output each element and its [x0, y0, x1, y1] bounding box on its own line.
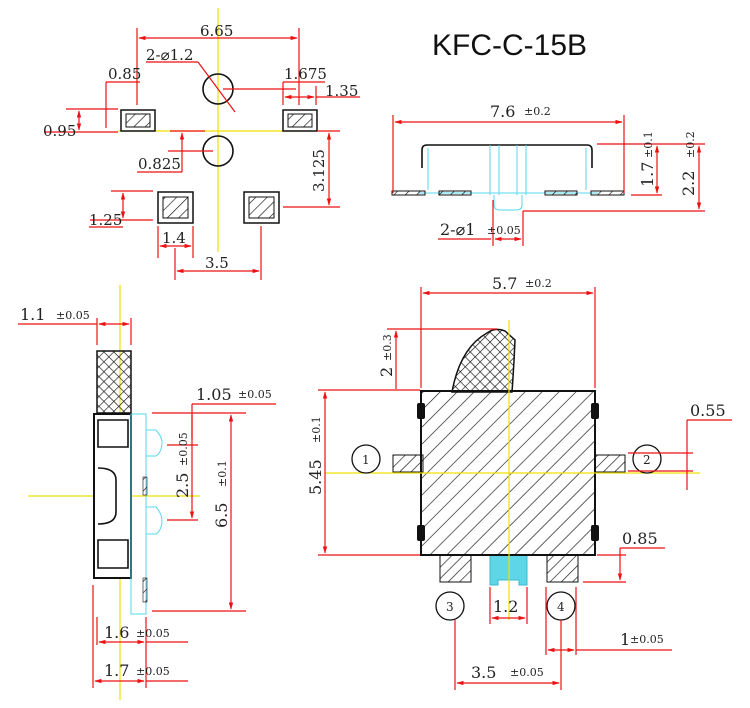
bottom-pin-3 [439, 554, 472, 583]
dim-actuator-width-tol: ±0.05 [56, 309, 90, 322]
pad-hatch [248, 196, 275, 219]
bottom-pin-4 [546, 554, 579, 583]
dim-bottom-pin-pitch: 3.5 [471, 663, 496, 682]
hidden-outline [130, 413, 147, 615]
dim-post-pitch-tol: ±0.05 [177, 432, 190, 466]
dim-post-spec: 2-⌀1 [440, 220, 475, 239]
dim-pad-right-offset: 1.675 [284, 65, 327, 83]
dim-depth-a: 1.6 [104, 623, 129, 642]
dim-actuator-travel-tol: ±0.3 [381, 334, 394, 361]
pad-layout-view: 6.65 2-⌀1.2 0.85 0.95 0.825 1.675 1.35 3… [43, 8, 360, 280]
pin-label-circle [435, 591, 465, 621]
dim-bottom-pin-pitch-tol: ±0.05 [510, 666, 544, 679]
dim-pad-right-width: 1.35 [325, 82, 358, 100]
side-pin-2 [594, 454, 626, 473]
dim-bottom-pin-width-tol: ±0.05 [630, 633, 664, 646]
terminal-lead [391, 190, 426, 196]
dim-height-tol: ±0.1 [642, 131, 655, 158]
terminal-lead [544, 190, 578, 196]
dim-depth-b-tol: ±0.05 [136, 665, 170, 678]
dim-pad-height: 0.95 [43, 122, 76, 140]
dim-total-height: 2.2 [679, 171, 698, 196]
pin-label-1: 1 [362, 453, 370, 467]
post-profile [146, 429, 163, 457]
dim-side-pin-width: 0.55 [690, 401, 726, 420]
dim-bottom-pin-length: 0.85 [622, 529, 658, 548]
dim-bottom-pin-width: 1 [620, 630, 630, 649]
dim-post-pitch: 2.5 [173, 473, 192, 498]
front-view: 7.6 ±0.2 1.7 ±0.1 2.2 ±0.2 2-⌀1 ±0.05 [391, 102, 705, 246]
dim-overall-width: 6.65 [200, 22, 233, 40]
pin-label-3: 3 [446, 600, 454, 614]
dim-post-tol: ±0.05 [487, 224, 521, 237]
dim-bottom-pad-width: 1.4 [162, 229, 186, 247]
dim-post-offset: 1.05 [196, 385, 232, 404]
dim-depth-a-tol: ±0.05 [136, 627, 170, 640]
dim-width: 5.7 [492, 274, 517, 293]
dim-height-tol: ±0.1 [310, 416, 323, 443]
pin-label-circle [632, 444, 662, 474]
dim-vertical-pitch: 3.125 [310, 149, 328, 192]
dim-body-length-tol: ±0.1 [216, 460, 229, 487]
dim-height: 1.7 [638, 162, 657, 187]
top-view: 1 2 3 4 5.7 ±0.2 2 ±0.3 5.45 ±0.1 0.55 0… [306, 274, 732, 690]
dim-total-height-tol: ±0.2 [684, 131, 697, 158]
pin-label-circle [351, 444, 381, 474]
pad-hatch [125, 113, 151, 128]
terminal-lead [590, 190, 625, 196]
dim-hole-offset: 0.825 [138, 155, 181, 173]
pad-hatch [287, 113, 313, 128]
dim-bottom-pad-height: 1.25 [89, 211, 122, 229]
actuator-lever [96, 350, 132, 414]
side-view: 1.1 ±0.05 1.05 ±0.05 2.5 ±0.05 6.5 ±0.1 … [18, 285, 276, 700]
terminal-lead [142, 476, 148, 496]
body-clip [417, 403, 425, 419]
switch-body-side [93, 413, 132, 579]
body-clip [591, 403, 599, 419]
side-pin-1 [392, 454, 424, 473]
dim-actuator-travel: 2 [377, 367, 396, 377]
part-number-title: KFC-C-15B [432, 29, 587, 62]
dim-length: 7.6 [490, 102, 515, 121]
dim-length-tol: ±0.2 [524, 105, 551, 118]
pad-hatch [162, 196, 189, 219]
dim-height: 5.45 [306, 459, 325, 495]
dim-pad-offset-left: 0.85 [108, 65, 141, 83]
body-clip [591, 525, 599, 541]
pin-label-2: 2 [643, 453, 651, 467]
dim-depth-b: 1.7 [104, 661, 129, 680]
body-clip [417, 525, 425, 541]
terminal-lead [142, 577, 148, 603]
post-profile [146, 506, 163, 535]
shell-outline [421, 144, 593, 168]
actuator-lever [451, 328, 516, 393]
pin-label-4: 4 [557, 600, 565, 614]
dim-center-post-width: 1.2 [493, 597, 518, 616]
dim-bottom-pad-pitch: 3.5 [205, 254, 229, 272]
dim-actuator-width: 1.1 [20, 305, 45, 324]
dim-post-offset-tol: ±0.05 [238, 388, 272, 401]
dim-body-length: 6.5 [212, 503, 231, 528]
dim-hole-spec: 2-⌀1.2 [146, 46, 194, 64]
mounting-post [493, 195, 523, 211]
dim-width-tol: ±0.2 [525, 277, 552, 290]
terminal-lead [438, 190, 472, 196]
